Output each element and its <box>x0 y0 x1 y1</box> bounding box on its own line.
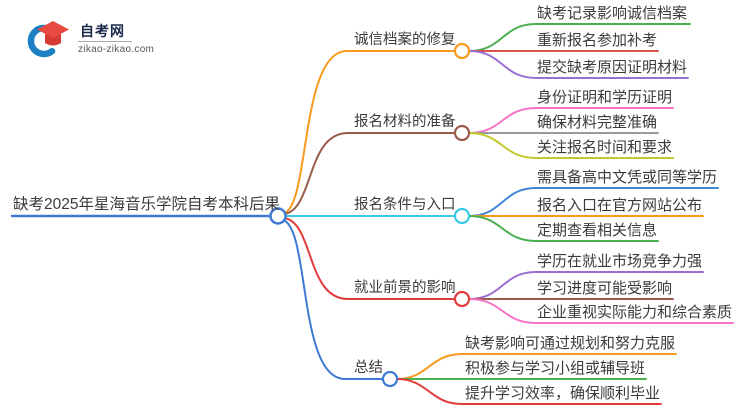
branch-5-child-3-line <box>396 378 662 405</box>
branch-4-child-1-line <box>468 271 704 300</box>
branch-label-2[interactable]: 报名材料的准备 <box>354 114 456 130</box>
child-topic[interactable]: 学历在就业市场竞争力强 <box>537 253 703 270</box>
branch-2-child-1-line <box>468 107 674 134</box>
branch-4-connector <box>283 217 456 300</box>
logo-divider <box>78 41 132 42</box>
branch-1-connector <box>283 50 456 214</box>
central-node-circle[interactable] <box>269 207 287 225</box>
branch-label-4[interactable]: 就业前景的影响 <box>354 280 456 296</box>
branch-3-child-1-line <box>468 187 719 217</box>
site-name: 自考网 <box>80 23 125 39</box>
child-topic[interactable]: 报名入口在官方网站公布 <box>537 197 703 214</box>
child-topic[interactable]: 学习进度可能受影响 <box>537 280 673 297</box>
child-topic[interactable]: 关注报名时间和要求 <box>537 139 673 156</box>
child-topic[interactable]: 企业重视实际能力和综合素质 <box>537 304 733 321</box>
child-topic[interactable]: 缺考记录影响诚信档案 <box>537 5 688 22</box>
branch-5-child-1-line <box>396 353 677 380</box>
child-topic[interactable]: 确保材料完整准确 <box>537 114 658 131</box>
child-topic[interactable]: 提交缺考原因证明材料 <box>537 59 688 76</box>
branch-1-node-circle[interactable] <box>453 42 471 60</box>
branch-4-node-circle[interactable] <box>453 290 471 308</box>
branch-label-5[interactable]: 总结 <box>354 360 383 376</box>
graduation-cap-icon <box>27 21 69 58</box>
branch-2-node-circle[interactable] <box>453 124 471 142</box>
child-topic[interactable]: 身份证明和学历证明 <box>537 89 673 106</box>
site-url: zikao-zikao.com <box>78 44 155 55</box>
branch-1-child-3-line <box>468 50 689 79</box>
branch-2-connector <box>283 132 456 215</box>
branch-5-node-circle[interactable] <box>381 370 399 388</box>
branch-4-child-3-line <box>468 298 734 324</box>
child-topic[interactable]: 需具备高中文凭或同等学历 <box>537 169 718 186</box>
branch-label-1[interactable]: 诚信档案的修复 <box>354 32 456 48</box>
branch-3-node-circle[interactable] <box>453 207 471 225</box>
branch-3-child-3-line <box>468 215 659 242</box>
child-topic[interactable]: 积极参与学习小组或辅导班 <box>465 360 646 377</box>
child-topic[interactable]: 定期查看相关信息 <box>537 222 658 239</box>
branch-2-child-3-line <box>468 132 674 159</box>
child-topic[interactable]: 提升学习效率，确保顺利毕业 <box>465 385 661 402</box>
child-topic[interactable]: 重新报名参加补考 <box>537 32 658 49</box>
site-logo: 自考网 zikao-zikao.com <box>26 14 156 64</box>
branch-1-child-1-line <box>468 23 691 52</box>
branch-5-connector <box>282 219 384 380</box>
central-topic[interactable]: 缺考2025年星海音乐学院自考本科后果 <box>13 196 280 213</box>
child-topic[interactable]: 缺考影响可通过规划和努力克服 <box>465 335 676 352</box>
branch-label-3[interactable]: 报名条件与入口 <box>354 197 456 213</box>
